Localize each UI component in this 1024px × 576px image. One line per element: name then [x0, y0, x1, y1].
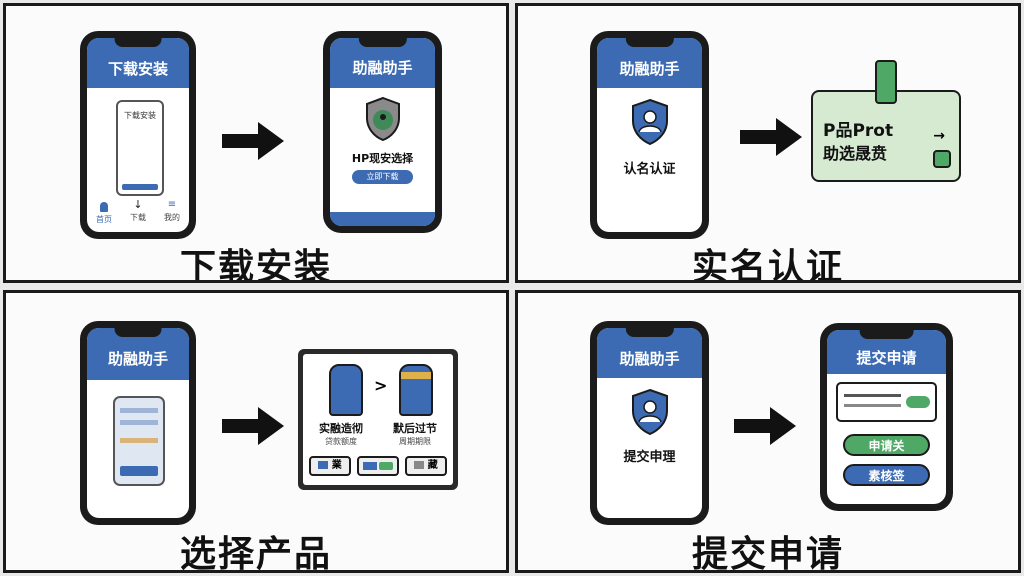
- phone-notch: [859, 330, 914, 339]
- phone-select: 助融助手: [80, 321, 196, 525]
- phone-verify: 助融助手 认名认证: [590, 31, 709, 239]
- phone-screen: 助融助手: [87, 328, 189, 518]
- card-line-2: 助选晟贲: [823, 144, 888, 163]
- form-line: [844, 394, 901, 397]
- card-line-1: P品Prot: [823, 121, 894, 141]
- option-swatch: [318, 461, 329, 469]
- arrow-right-icon: [222, 407, 284, 445]
- tablet-screen: > 实融造彻 贷款额度 默后过节 周期期限 業 藏: [303, 354, 453, 485]
- inner-phone-bar: [122, 184, 158, 190]
- option-swatch: [363, 462, 377, 470]
- phone-notch: [114, 328, 162, 337]
- product-right-sub: 周期期限: [399, 437, 431, 446]
- profile-icon: ≡: [167, 199, 177, 210]
- nav-item-home[interactable]: 首页: [89, 196, 119, 230]
- product-left-sub: 贷款额度: [325, 437, 357, 446]
- can-band: [401, 372, 431, 379]
- phone-screen: 助融助手 提交申理: [597, 328, 702, 518]
- product-can-left: [329, 364, 363, 416]
- phone-assistant: 助融助手 HP现安选择 立即下载: [323, 31, 442, 233]
- product-right-label[interactable]: 默后过节: [393, 422, 437, 435]
- submit-green-button[interactable]: 申请关: [843, 434, 930, 456]
- phone-submit: 助融助手 提交申理: [590, 321, 709, 525]
- nav-item-profile[interactable]: ≡ 我的: [157, 196, 187, 230]
- option-button-2[interactable]: [357, 456, 399, 476]
- option-label: 藏: [427, 460, 438, 471]
- bottom-bar: [330, 212, 435, 226]
- phone-notch: [114, 38, 162, 47]
- inner-bar: [120, 466, 158, 476]
- review-blue-button[interactable]: 素核签: [843, 464, 930, 486]
- step-caption: 提交申请: [691, 534, 844, 573]
- form-card: [836, 382, 937, 422]
- arrow-right-icon: [222, 122, 284, 160]
- step-panel-verify: 助融助手 认名认证 P品Prot 助选晟贲 → 实名认证: [515, 3, 1021, 283]
- screen-label: 认名认证: [623, 162, 676, 177]
- nav-label-profile: 我的: [164, 213, 180, 222]
- user-shield-icon: [632, 388, 668, 436]
- inner-phone-mockup: [113, 396, 165, 486]
- nav-label-download: 下载: [130, 213, 146, 222]
- step-panel-download: 下载安装 下载安装 首页 ↓ 下载 ≡ 我的: [3, 3, 509, 283]
- phone-download: 下载安装 下载安装 首页 ↓ 下载 ≡ 我的: [80, 31, 196, 239]
- phone-screen: 助融助手 认名认证: [597, 38, 702, 232]
- product-tablet: > 实融造彻 贷款额度 默后过节 周期期限 業 藏: [298, 349, 458, 490]
- form-line: [844, 404, 901, 407]
- phone-screen: 助融助手 HP现安选择 立即下载: [330, 38, 435, 226]
- download-pill-button[interactable]: 立即下载: [352, 170, 413, 184]
- card-clip-icon: [875, 60, 897, 104]
- inner-phone-title: 下载安装: [124, 111, 156, 120]
- product-can-right: [399, 364, 433, 416]
- check-badge-icon: [933, 150, 951, 168]
- home-icon: [100, 202, 108, 212]
- step-caption: 实名认证: [691, 247, 844, 283]
- compare-chevron-icon: >: [374, 376, 388, 395]
- user-shield-icon: [632, 98, 668, 146]
- card-arrow-icon: →: [933, 128, 945, 144]
- id-card: P品Prot 助选晟贲 →: [811, 60, 961, 182]
- option-toggle-icon: [379, 462, 393, 470]
- phone-screen: 下载安装 下载安装 首页 ↓ 下载 ≡ 我的: [87, 38, 189, 232]
- step-caption: 下载安装: [179, 247, 332, 283]
- arrow-right-icon: [740, 118, 802, 156]
- shield-icon: [366, 96, 400, 142]
- inner-row: [120, 408, 158, 413]
- bottom-nav: 首页 ↓ 下载 ≡ 我的: [87, 196, 189, 230]
- option-button-3[interactable]: 藏: [405, 456, 447, 476]
- phone-notch: [358, 38, 407, 47]
- screen-label: HP现安选择: [351, 152, 414, 165]
- screen-label: 提交申理: [623, 450, 676, 465]
- option-swatch: [414, 461, 425, 469]
- nav-label-home: 首页: [96, 215, 112, 224]
- toggle-switch-icon[interactable]: [906, 396, 930, 408]
- inner-phone-mockup: 下载安装: [116, 100, 164, 196]
- nav-item-download[interactable]: ↓ 下载: [123, 196, 153, 230]
- phone-notch: [625, 328, 674, 337]
- inner-row: [120, 420, 158, 425]
- phone-application: 提交申请 申请关 素核签: [820, 323, 953, 511]
- arrow-right-icon: [734, 407, 796, 445]
- product-left-label[interactable]: 实融造彻: [319, 422, 363, 435]
- option-label: 業: [331, 460, 342, 471]
- inner-row: [120, 438, 158, 443]
- step-panel-select: 助融助手 > 实融造彻 贷款额度 默后过节 周期期限 業: [3, 290, 509, 573]
- step-panel-submit: 助融助手 提交申理 提交申请 申请关 素核签 提交申请: [515, 290, 1021, 573]
- phone-notch: [625, 38, 674, 47]
- phone-screen: 提交申请 申请关 素核签: [827, 330, 946, 504]
- option-button-1[interactable]: 業: [309, 456, 351, 476]
- download-icon: ↓: [133, 198, 143, 211]
- step-caption: 选择产品: [179, 534, 332, 573]
